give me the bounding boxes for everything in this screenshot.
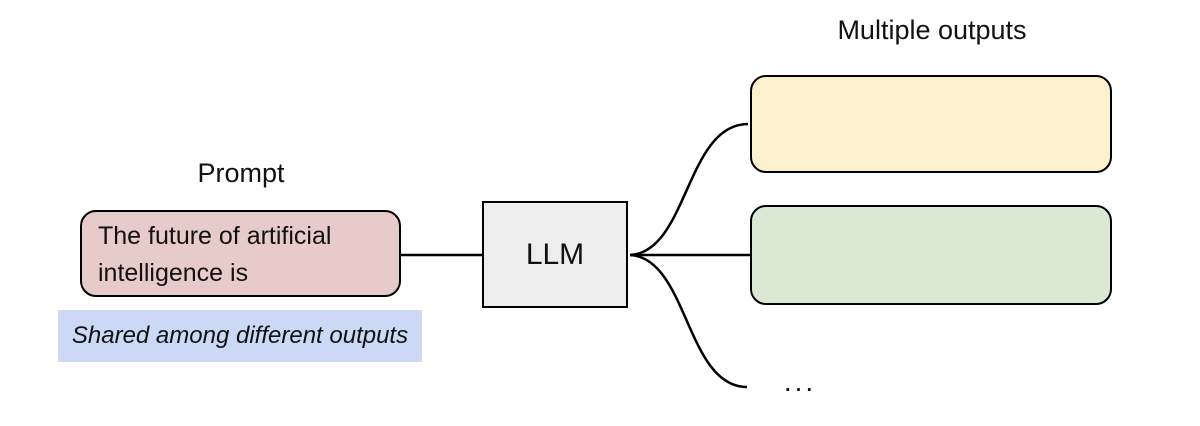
output-box-yellow — [750, 75, 1112, 173]
prompt-box: The future of artificial intelligence is — [80, 210, 401, 297]
connector-llm-to-output-ellipsis — [629, 253, 748, 389]
connector-llm-to-output-top — [629, 122, 749, 257]
shared-prompt-note: Shared among different outputs — [58, 310, 422, 362]
prompt-label: Prompt — [197, 158, 285, 188]
llm-box: LLM — [482, 201, 628, 308]
multiple-outputs-label: Multiple outputs — [837, 15, 1027, 45]
more-outputs-ellipsis: ... — [783, 366, 817, 397]
output-box-green — [750, 205, 1112, 305]
